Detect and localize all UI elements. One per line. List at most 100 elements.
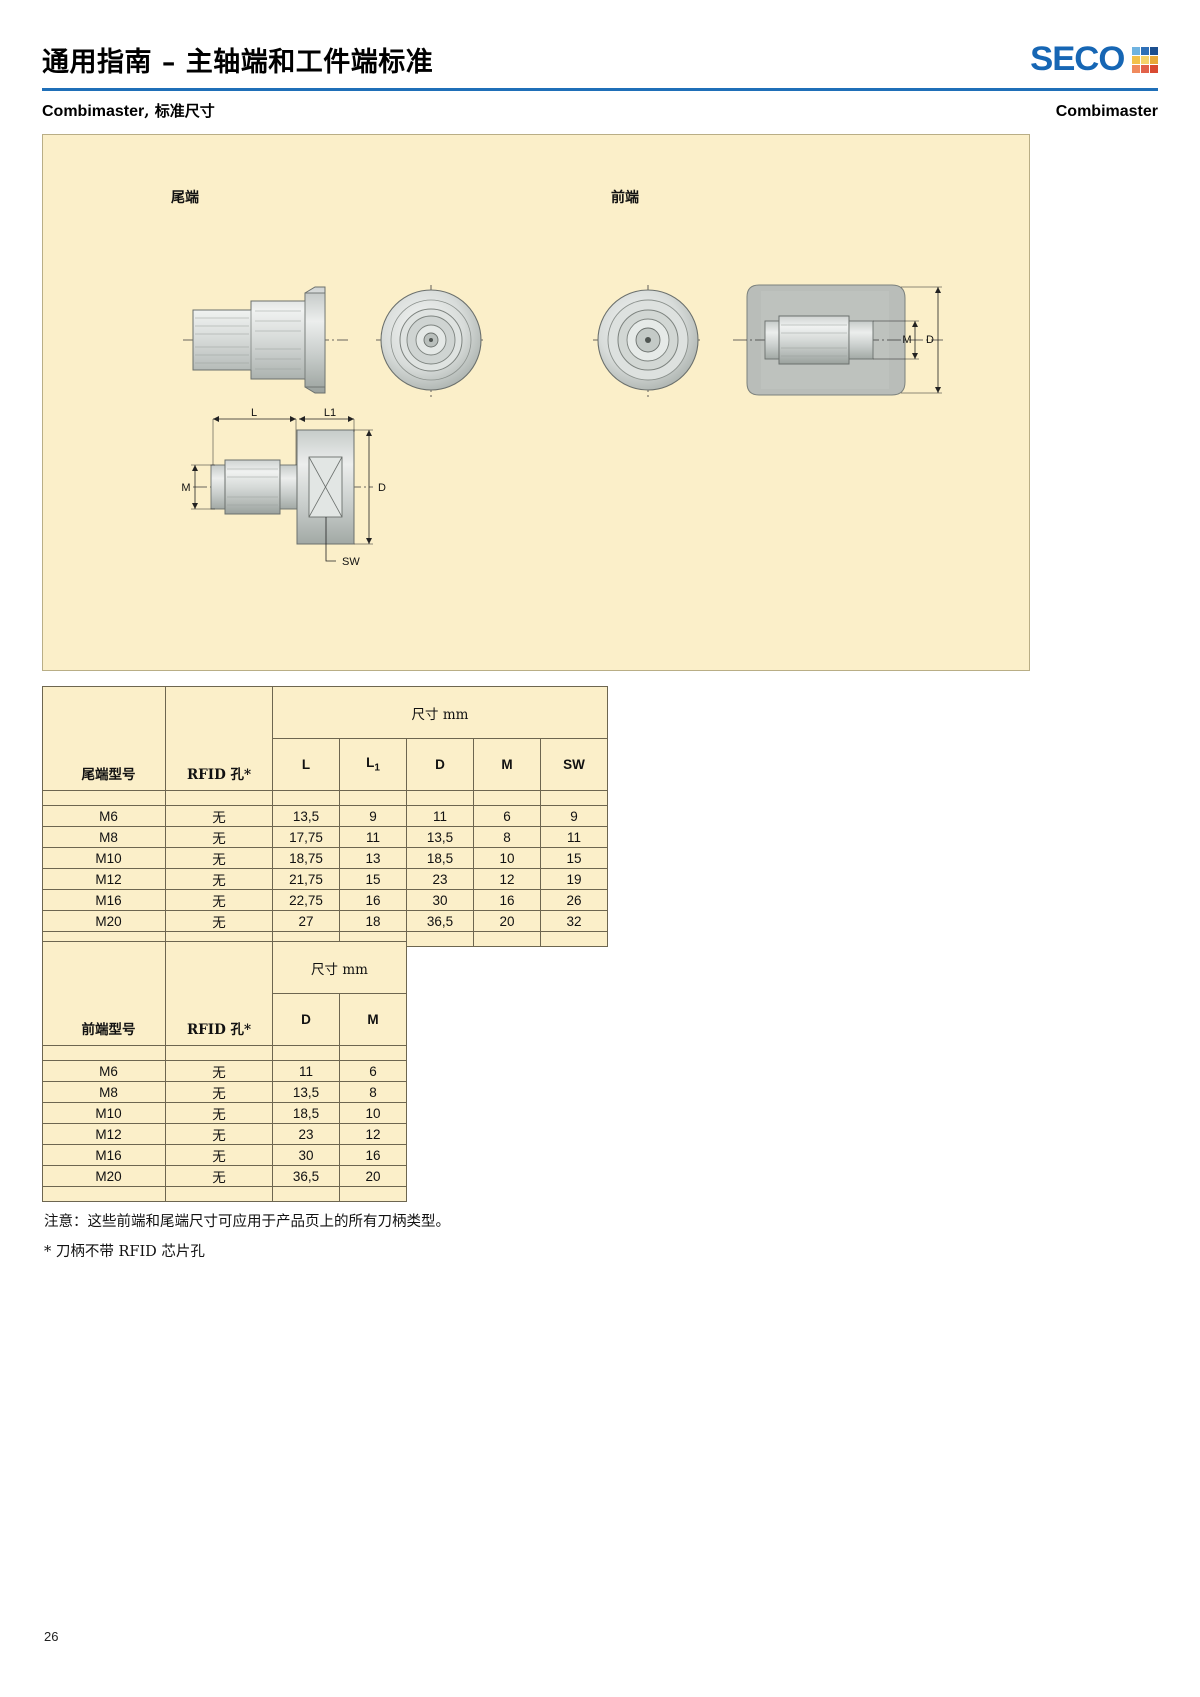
cell-model: M6 [42, 1060, 166, 1082]
cell-M: 16 [339, 1144, 407, 1166]
seco-logo-text: SECO [1029, 40, 1125, 78]
cell-L: 27 [272, 910, 340, 932]
cell-rfid: 无 [165, 1081, 273, 1103]
cell-L1: 11 [339, 826, 407, 848]
cell-L: 17,75 [272, 826, 340, 848]
cell-D: 30 [272, 1144, 340, 1166]
header-cell-front-rfid: RFID 孔* [165, 941, 273, 1046]
table-row-header-top: 尾端型号 RFID 孔* 尺寸 mm [42, 686, 608, 791]
figure-label-tail: 尾端 [171, 190, 199, 206]
spacer-cell [540, 790, 608, 806]
cell-L: 18,75 [272, 847, 340, 869]
cell-M: 6 [473, 805, 541, 827]
cell-model: M10 [42, 1102, 166, 1124]
cell-model: M10 [42, 847, 166, 869]
table-spacer-row [42, 790, 608, 806]
cell-M: 8 [473, 826, 541, 848]
trailing-cell [42, 1186, 166, 1202]
spacer-cell [272, 790, 340, 806]
spacer-cell [339, 1045, 407, 1061]
note-rfid-footnote: * 刀柄不带 RFID 芯片孔 [44, 1244, 205, 1260]
header-cell-tail-model: 尾端型号 [42, 686, 166, 791]
svg-text:M: M [902, 334, 911, 346]
cell-model: M16 [42, 1144, 166, 1166]
cell-rfid: 无 [165, 1060, 273, 1082]
table-spacer-row [42, 1045, 407, 1061]
trailing-cell [473, 931, 541, 947]
page-title: 通用指南 – 主轴端和工件端标准 [42, 46, 434, 78]
tail-rfid-label: RFID 孔* [186, 767, 252, 783]
trailing-cell [165, 1186, 273, 1202]
cell-D: 36,5 [406, 910, 474, 932]
table-trailing-row [42, 1186, 407, 1202]
drawing-tail-side-view [183, 286, 348, 394]
cell-SW: 11 [540, 826, 608, 848]
header-cell-dimensions-mm: 尺寸 mm [272, 941, 407, 994]
cell-L1: 18 [339, 910, 407, 932]
header-cell-tail-rfid: RFID 孔* [165, 686, 273, 791]
seco-logo: SECO [1029, 40, 1158, 78]
subheader-suffix: , 标准尺寸 [144, 102, 215, 120]
header-col-L1: L1 [339, 738, 407, 791]
cell-M: 10 [473, 847, 541, 869]
cell-M: 12 [473, 868, 541, 890]
spacer-cell [272, 1045, 340, 1061]
cell-model: M12 [42, 868, 166, 890]
front-model-label: 前端型号 [81, 1022, 136, 1038]
cell-model: M20 [42, 1165, 166, 1187]
cell-L1: 9 [339, 805, 407, 827]
cell-SW: 15 [540, 847, 608, 869]
header-col-D: D [406, 738, 474, 791]
spacer-cell [42, 1045, 166, 1061]
cell-model: M20 [42, 910, 166, 932]
cell-D: 36,5 [272, 1165, 340, 1187]
cell-rfid: 无 [165, 826, 273, 848]
cell-D: 23 [406, 868, 474, 890]
trailing-cell [272, 1186, 340, 1202]
cell-D: 30 [406, 889, 474, 911]
header-col-L: L [272, 738, 340, 791]
cell-SW: 26 [540, 889, 608, 911]
svg-text:D: D [378, 482, 386, 494]
cell-SW: 19 [540, 868, 608, 890]
cell-rfid: 无 [165, 1144, 273, 1166]
cell-SW: 32 [540, 910, 608, 932]
cell-rfid: 无 [165, 1102, 273, 1124]
cell-D: 13,5 [272, 1081, 340, 1103]
tail-model-label: 尾端型号 [81, 767, 136, 783]
front-rfid-label: RFID 孔* [186, 1022, 252, 1038]
drawing-tail-end-face [376, 285, 486, 397]
cell-M: 16 [473, 889, 541, 911]
drawing-tail-dimensioned: L L1 M D [181, 407, 386, 568]
svg-text:D: D [926, 334, 934, 346]
svg-text:SW: SW [342, 556, 360, 568]
cell-L: 13,5 [272, 805, 340, 827]
page-header: 通用指南 – 主轴端和工件端标准 SECO [42, 36, 1158, 82]
cell-L: 22,75 [272, 889, 340, 911]
cell-L: 21,75 [272, 868, 340, 890]
cell-rfid: 无 [165, 847, 273, 869]
cell-model: M6 [42, 805, 166, 827]
drawing-assembly-in-holder: M D [733, 284, 943, 396]
trailing-cell [406, 931, 474, 947]
header-divider-rule [42, 88, 1158, 91]
cell-M: 6 [339, 1060, 407, 1082]
cell-rfid: 无 [165, 868, 273, 890]
cell-M: 20 [473, 910, 541, 932]
subheader-right: Combimaster [1055, 103, 1158, 120]
cell-D: 18,5 [406, 847, 474, 869]
cell-rfid: 无 [165, 889, 273, 911]
cell-M: 8 [339, 1081, 407, 1103]
subheader-left: Combimaster, 标准尺寸 [42, 100, 215, 121]
spacer-cell [406, 790, 474, 806]
